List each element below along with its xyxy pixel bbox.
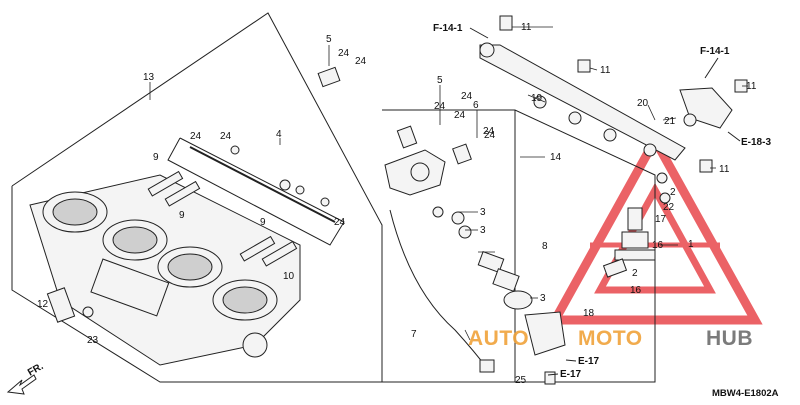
callout-24: 24 [484, 130, 496, 141]
callout-18: 18 [583, 308, 595, 319]
callout-12: 12 [37, 299, 49, 310]
callout-1: 1 [688, 239, 694, 250]
diagram-code: MBW4-E1802A [712, 388, 779, 399]
callout-11: 11 [521, 22, 532, 33]
fuel-rail [479, 15, 748, 173]
callout-8: 8 [542, 241, 548, 252]
callout-24: 24 [454, 110, 466, 121]
ref-e18: E-18-3 [741, 137, 771, 148]
small-parts-left [46, 66, 341, 323]
front-arrow: FR. [6, 361, 46, 395]
callout-20: 20 [637, 98, 649, 109]
callout-21: 21 [664, 116, 676, 127]
throttle-shaft [189, 145, 336, 223]
callout-3: 3 [540, 293, 546, 304]
injector [602, 172, 671, 278]
ref-f14-top: F-14-1 [433, 23, 463, 34]
leader-lines [149, 26, 748, 341]
callout-14: 14 [550, 152, 562, 163]
callout-16: 16 [652, 240, 664, 251]
callout-16: 16 [630, 285, 642, 296]
callout-24: 24 [461, 91, 473, 102]
brand-auto: AUTO [468, 327, 529, 350]
callout-10: 10 [283, 271, 295, 282]
callout-24: 24 [355, 56, 367, 67]
brand-moto: MOTO [578, 327, 643, 350]
reference-tags: F-14-1 F-14-1 E-18-3 E-17 E-17 [433, 23, 771, 380]
callout-11: 11 [600, 65, 611, 76]
callout-5: 5 [326, 34, 332, 45]
callout-9: 9 [153, 152, 159, 163]
callout-19: 19 [531, 93, 543, 104]
callout-4: 4 [276, 129, 282, 140]
callout-5: 5 [437, 75, 443, 86]
callout-13: 13 [143, 72, 155, 83]
callout-2: 2 [632, 268, 638, 279]
center-parts [384, 125, 566, 385]
callout-11: 11 [719, 164, 730, 175]
callout-24: 24 [338, 48, 350, 59]
callout-25: 25 [515, 375, 527, 386]
callout-11: 11 [746, 81, 757, 92]
front-label: FR. [26, 361, 46, 379]
callout-7: 7 [411, 329, 417, 340]
throttle-body [29, 174, 301, 366]
callout-17: 17 [655, 214, 667, 225]
callout-9: 9 [260, 217, 266, 228]
callout-numbers: 13 4 5 24 24 24 24 24 24 24 5 24 24 6 24… [37, 22, 757, 386]
callout-24: 24 [220, 131, 232, 142]
callout-24: 24 [190, 131, 202, 142]
callout-22: 22 [663, 202, 675, 213]
ref-e17-a: E-17 [578, 356, 600, 367]
callout-3: 3 [480, 207, 486, 218]
callout-6: 6 [473, 100, 479, 111]
callout-3: 3 [480, 225, 486, 236]
ref-e17-b: E-17 [560, 369, 582, 380]
callout-24: 24 [434, 101, 446, 112]
callout-9: 9 [179, 210, 185, 221]
callout-2: 2 [670, 187, 676, 198]
callout-24: 24 [334, 217, 346, 228]
callout-24: 24 [483, 126, 495, 137]
brand-hub: HUB [706, 327, 753, 350]
watermark-brand: AUTO MOTO HUB [468, 327, 753, 350]
ref-f14-right: F-14-1 [700, 46, 730, 57]
callout-23: 23 [87, 335, 99, 346]
